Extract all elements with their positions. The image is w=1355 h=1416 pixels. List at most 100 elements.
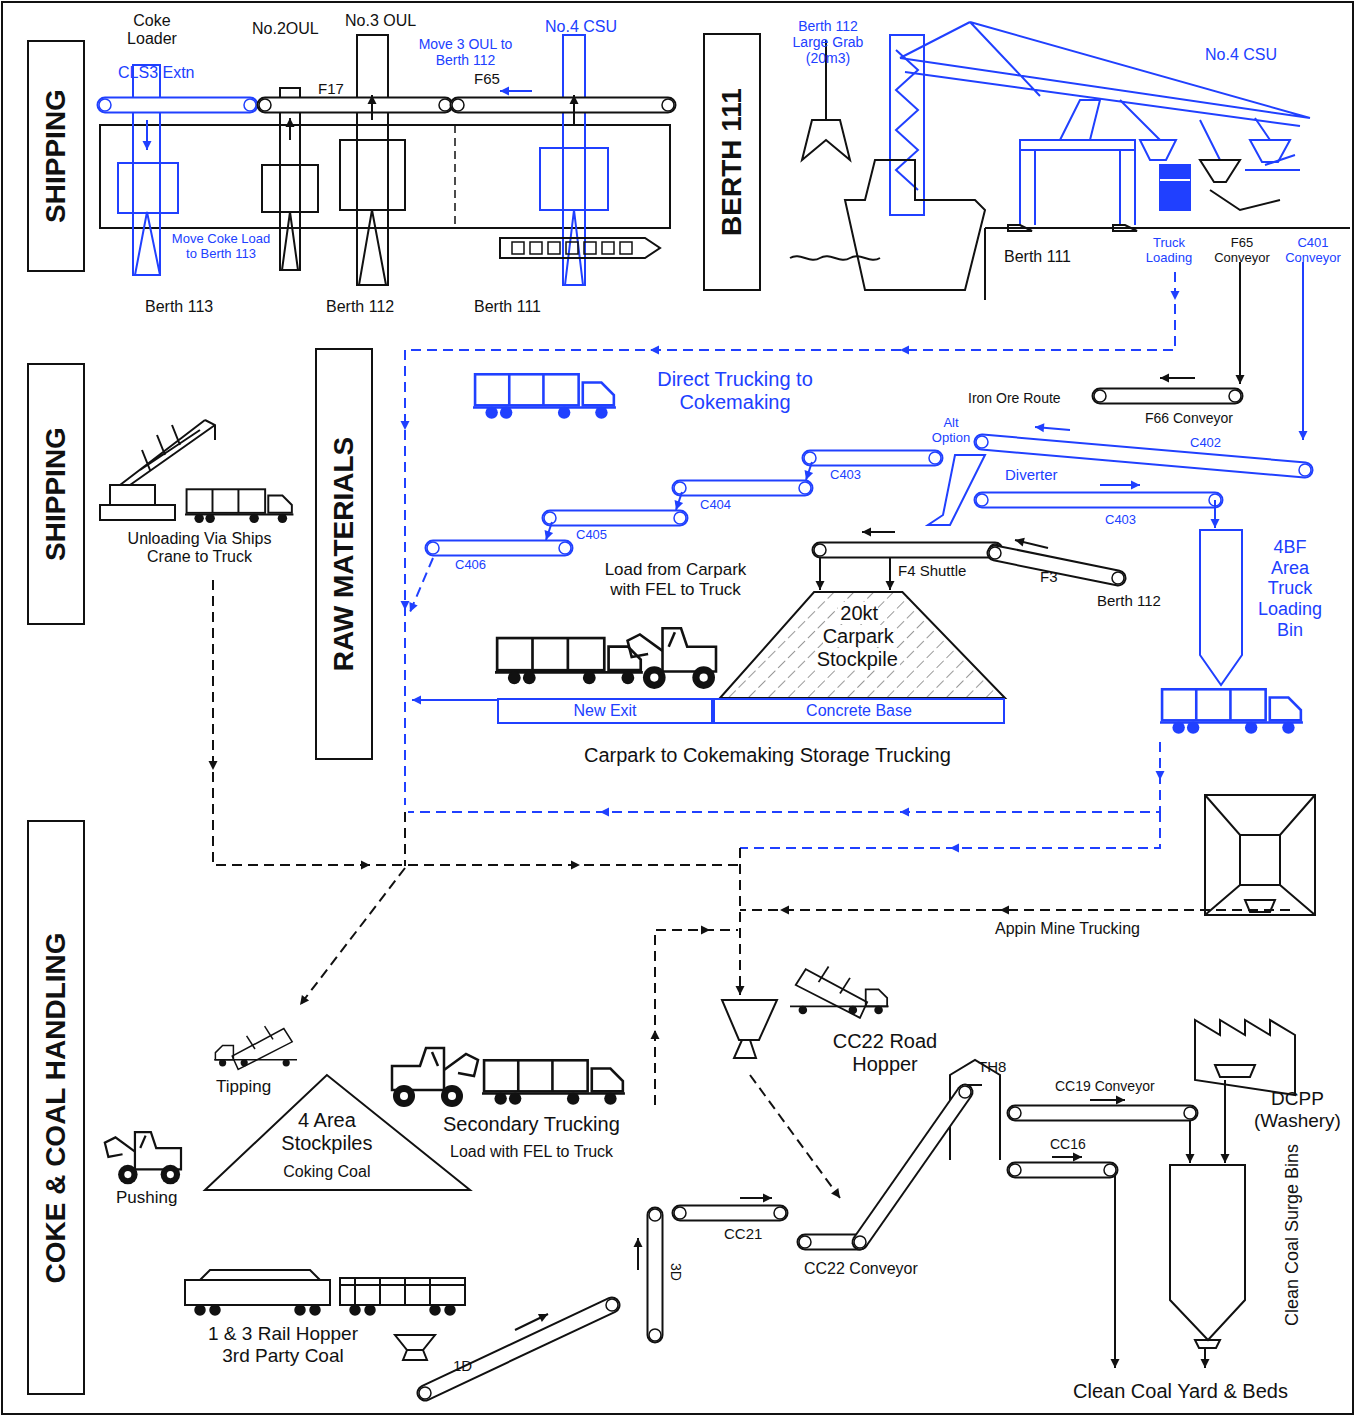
arrow-head: [651, 1030, 660, 1039]
conveyor-pulley: [854, 1236, 866, 1248]
conveyor-pulley: [649, 1209, 661, 1221]
flow-line: [750, 1075, 840, 1198]
callout-label: Coke Loader: [122, 12, 182, 49]
section-band: BERTH 111: [703, 33, 761, 291]
flow-line: [655, 930, 738, 1105]
conveyor-belt: [680, 480, 805, 497]
callout-label: Carpark to Cokemaking Storage Trucking: [584, 744, 951, 767]
callout-label: F4 Shuttle: [898, 562, 966, 579]
flow-line: [1224, 1080, 1226, 1163]
arrow-head: [1221, 1154, 1230, 1163]
conveyor-belt: [425, 1305, 612, 1393]
callout-label: No.4 CSU: [545, 18, 617, 36]
flow-line: [740, 909, 1290, 911]
arrow-head: [500, 87, 509, 96]
arrow-head: [862, 528, 871, 537]
conveyor-pulley: [799, 482, 811, 494]
base-box: Concrete Base: [713, 698, 1005, 724]
callout-label: Berth 113: [145, 298, 213, 316]
conveyor-pulley: [439, 99, 451, 111]
arrow-head: [143, 141, 152, 150]
conveyor-belt: [649, 1215, 662, 1335]
callout-label: Unloading Via Ships Crane to Truck: [112, 530, 287, 567]
callout-label: C406: [455, 558, 486, 573]
conveyor-belt: [982, 442, 1305, 470]
callout-label: Load with FEL to Truck: [450, 1143, 613, 1161]
flow-line: [412, 699, 497, 701]
arrow-head: [286, 118, 295, 127]
arrow-head: [634, 1238, 643, 1247]
arrow-head: [900, 808, 909, 817]
callout-label: 4BF Area Truck Loading Bin: [1255, 537, 1325, 640]
conveyor-belt: [982, 442, 1305, 470]
callout-label: Pushing: [116, 1188, 177, 1208]
arrow-head: [209, 761, 218, 770]
conveyor-belt: [550, 512, 680, 525]
conveyor-belt: [820, 544, 995, 557]
callout-label: C402: [1190, 436, 1221, 451]
callout-label: Direct Trucking to Cokemaking: [655, 368, 815, 414]
callout-label: Berth 112: [326, 298, 394, 316]
callout-label: C401 Conveyor: [1280, 236, 1346, 266]
arrow-head: [538, 1314, 548, 1322]
section-band: RAW MATERIALS: [315, 348, 373, 760]
conveyor-pulley: [99, 99, 111, 111]
flow-line: [408, 742, 1160, 812]
callout-label: No.3 OUL: [345, 12, 416, 30]
callout-label: Clean Coal Surge Bins: [1282, 1144, 1303, 1326]
arrow-head: [1111, 1359, 1120, 1368]
conveyor-belt: [458, 97, 668, 114]
section-title: RAW MATERIALS: [328, 437, 360, 671]
flow-line: [410, 558, 433, 612]
arrow-head: [412, 696, 421, 705]
conveyor-belt: [458, 99, 668, 112]
arrow-head: [1000, 906, 1009, 915]
section-band: COKE & COAL HANDLING: [27, 820, 85, 1395]
conveyor-belt: [1015, 1164, 1110, 1177]
arrow-head: [1299, 431, 1308, 440]
arrow-head: [805, 470, 814, 480]
callout-label: C405: [576, 528, 607, 543]
conveyor-belt: [860, 1092, 965, 1242]
base-box: New Exit: [497, 698, 713, 724]
arrow-head: [1201, 1359, 1210, 1368]
conveyor-pulley: [259, 99, 271, 111]
callout-label: CC16: [1050, 1136, 1086, 1152]
callout-label: CC22 Road Hopper: [830, 1030, 940, 1076]
conveyor-pulley: [674, 1207, 686, 1219]
conveyor-belt: [1100, 388, 1235, 405]
conveyor-belt: [647, 1215, 664, 1335]
conveyor-belt: [1015, 1162, 1110, 1179]
section-title: COKE & COAL HANDLING: [40, 932, 72, 1283]
callout-label: 1 & 3 Rail Hopper 3rd Party Coal: [198, 1323, 368, 1367]
conveyor-belt: [810, 452, 935, 465]
arrow-head: [571, 861, 580, 870]
conveyor-pulley: [674, 482, 686, 494]
node-label: 20kt Carpark Stockpile: [808, 602, 908, 671]
callout-label: CLS3 Extn: [118, 64, 194, 82]
arrow-head: [1211, 519, 1220, 528]
section-title: BERTH 111: [716, 88, 748, 236]
flow-line: [739, 848, 741, 995]
section-band: SHIPPING: [27, 40, 85, 272]
conveyor-belt: [265, 97, 445, 114]
callout-label: C403: [1105, 513, 1136, 528]
callout-label: 1D: [453, 1357, 472, 1374]
callout-label: Appin Mine Trucking: [995, 920, 1140, 938]
arrow-head: [570, 95, 579, 104]
arrow-head: [401, 601, 410, 610]
conveyor-belt: [425, 1305, 612, 1393]
flow-line: [405, 272, 1175, 805]
callout-label: Alt Option: [925, 416, 977, 446]
arrow-head: [1156, 771, 1165, 780]
node-label: New Exit: [499, 700, 711, 722]
arrow-head: [701, 926, 710, 935]
flow-line: [1114, 1176, 1116, 1368]
conveyor-belt: [1015, 1107, 1190, 1120]
conveyor-belt: [1100, 390, 1235, 403]
conveyor-belt: [820, 542, 995, 559]
flow-line: [740, 812, 1160, 848]
conveyor-pulley: [1184, 1107, 1196, 1119]
